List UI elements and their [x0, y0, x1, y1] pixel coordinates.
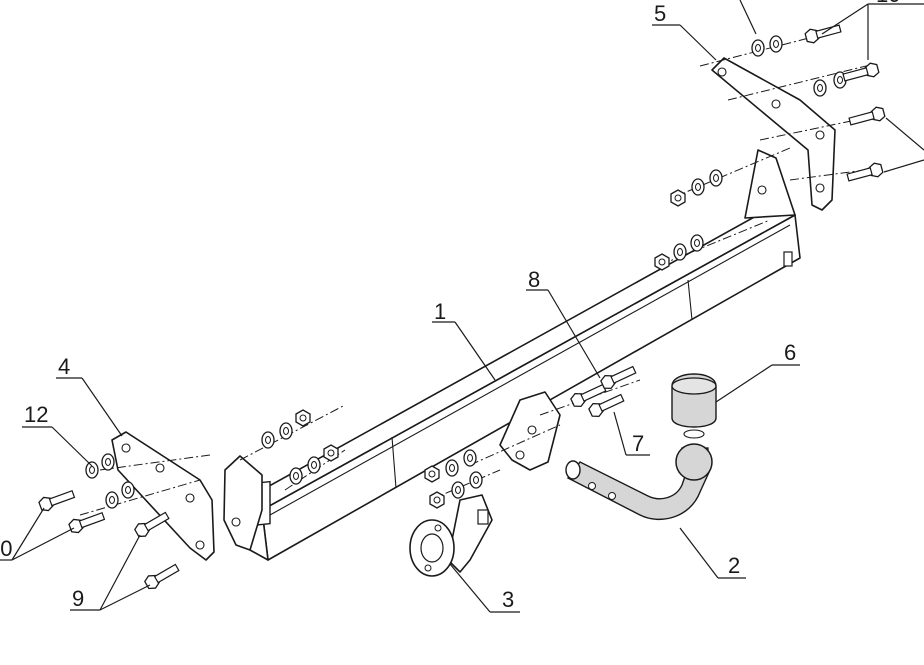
- label-part-1: 1: [434, 299, 446, 324]
- label-part-9: 9: [72, 586, 84, 611]
- label-part-12: 12: [24, 402, 48, 427]
- socket-plate: [409, 494, 493, 577]
- label-part-10-left: 10: [0, 536, 12, 561]
- label-part-10-right: 10: [876, 0, 900, 7]
- label-part-6: 6: [784, 340, 796, 365]
- ball-arm: [565, 443, 713, 521]
- label-part-8: 8: [528, 267, 540, 292]
- callouts: 1 8 7 6 2 3 4 12 10: [0, 0, 924, 613]
- label-part-2: 2: [728, 553, 740, 578]
- left-side-plate: [111, 431, 215, 561]
- label-part-5: 5: [654, 1, 666, 26]
- cross-beam: [223, 149, 801, 561]
- label-part-4: 4: [58, 354, 70, 379]
- label-part-7: 7: [632, 431, 644, 456]
- label-part-3: 3: [502, 587, 514, 612]
- ball-cover: [671, 373, 717, 439]
